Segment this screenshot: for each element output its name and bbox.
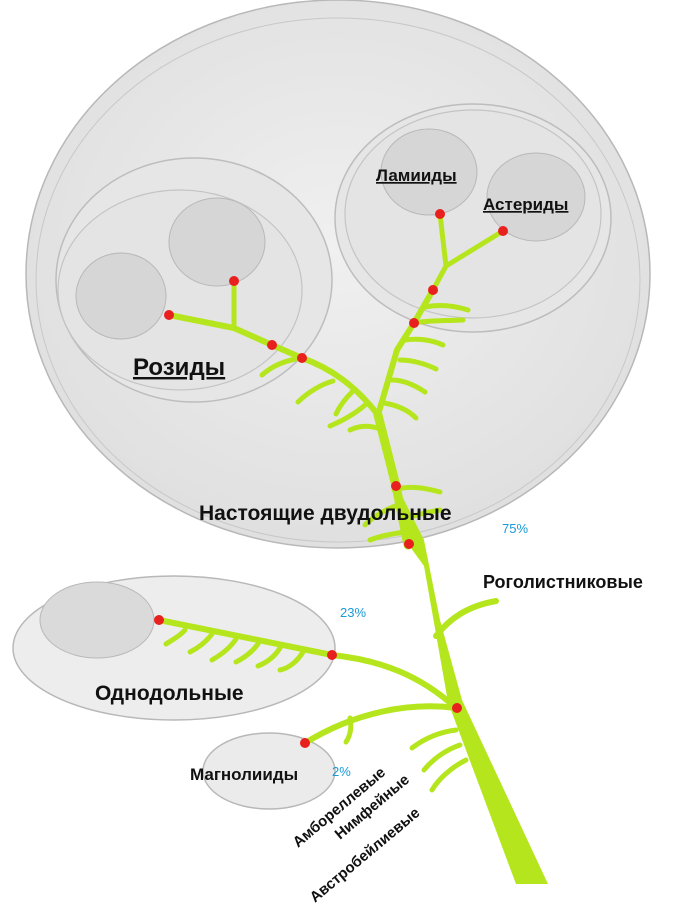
monocots-inner-ellipse [40,582,154,658]
branch-amborellales [412,730,456,748]
rosids-sub-ellipse-1 [76,253,166,339]
label-ceratophyllales: Роголистниковые [483,572,643,592]
node-rosids-base [297,353,307,363]
label-rosids: Розиды [133,354,225,381]
percent-magnoliids: 2% [332,764,351,779]
rosids-sub-ellipse-2 [169,198,265,286]
node-monocots-inner [154,615,164,625]
percent-eudicots: 75% [502,521,528,536]
label-monocots: Однодольные [95,682,244,705]
node-eudicots-core [391,481,401,491]
node-rosids-split [267,340,277,350]
node-asterids-base [409,318,419,328]
branch-austrobaileyales [432,760,466,790]
node-mesangiosperms [452,703,462,713]
main-trunk [398,488,548,884]
node-rosids-sub [229,276,239,286]
node-rosids-left [164,310,174,320]
node-eudicots-base [404,539,414,549]
node-magnoliids [300,738,310,748]
eudicots-ellipse-group [26,0,650,548]
label-magnoliids: Магнолииды [190,765,298,784]
node-lamiids [435,209,445,219]
label-asterids: Астериды [483,195,568,214]
label-eudicots: Настоящие двудольные [199,502,452,525]
node-asterids [498,226,508,236]
branch-ceratophyllales [436,601,496,636]
label-lamiids: Ламииды [376,166,457,185]
node-asterids-split [428,285,438,295]
node-monocots [327,650,337,660]
percent-monocots: 23% [340,605,366,620]
twig-5 [414,320,463,323]
